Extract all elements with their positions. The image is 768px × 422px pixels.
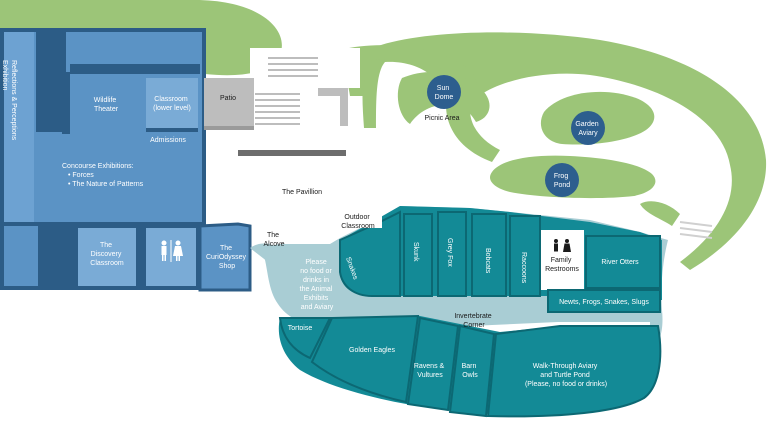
- green-strip-sunny: [340, 45, 477, 98]
- walkways: [238, 48, 713, 239]
- ravens-exhibit[interactable]: [406, 316, 460, 412]
- green-hill-top: [0, 0, 282, 76]
- patio-label: Patio: [220, 95, 236, 102]
- river-otters-exhibit[interactable]: [585, 235, 661, 289]
- sun-dome-label: Sun Dome: [435, 85, 454, 101]
- concourse-label: Concourse Exhibitions: • Forces • The Na…: [62, 163, 144, 188]
- garden-aviary-label: Garden Aviary: [575, 121, 600, 137]
- stairs-lower: [255, 93, 300, 125]
- walkway-upper: [250, 48, 360, 88]
- frog-pond-label: Frog Pond: [554, 173, 570, 189]
- outdoor-classroom-label: Outdoor Classroom: [341, 214, 375, 230]
- discovery-label: The Discovery Classroom: [90, 242, 124, 267]
- alcove-label: The Alcove: [263, 232, 284, 248]
- ramp-right: [318, 88, 348, 126]
- labels: Reflections & Perceptions Exhibition Wil…: [1, 60, 649, 388]
- pavillion-label: The Pavillion: [282, 189, 322, 196]
- family-restrooms-label: Family Restrooms: [545, 257, 579, 273]
- walkthrough-aviary[interactable]: [486, 325, 662, 418]
- bobcats-exhibit[interactable]: [471, 213, 507, 297]
- raccoons-exhibit[interactable]: [509, 215, 541, 297]
- restroom-icon: [161, 240, 183, 262]
- bottom-room-1: [4, 222, 38, 286]
- walkthrough-label: Walk-Through Aviary and Turtle Pond (Ple…: [525, 363, 607, 388]
- wall-top: [70, 64, 200, 74]
- classroom-lower[interactable]: [146, 78, 198, 130]
- tortoise-label: Tortoise: [288, 325, 313, 332]
- classroom-lower-label: Classroom (lower level): [153, 96, 191, 112]
- skunk-exhibit[interactable]: [403, 213, 433, 297]
- garden-aviary-dome[interactable]: [571, 111, 605, 145]
- main-building: [0, 28, 206, 290]
- barn-owls-exhibit[interactable]: [448, 324, 496, 418]
- golden-eagles-exhibit[interactable]: [310, 314, 420, 404]
- reflections-label: Reflections & Perceptions Exhibition: [1, 60, 17, 142]
- wall-left: [62, 72, 70, 134]
- bobcats-label: Bobcats: [484, 248, 491, 274]
- bench-bar: [238, 150, 346, 156]
- tortoise-exhibit[interactable]: [278, 317, 332, 360]
- outdoor-classroom[interactable]: [336, 204, 382, 228]
- wildlife-theater[interactable]: [70, 76, 142, 132]
- family-restrooms[interactable]: [540, 230, 584, 290]
- wildlife-theater-label: Wildlife Theater: [94, 97, 119, 113]
- frog-pond-dome[interactable]: [545, 163, 579, 197]
- raccoons-label: Raccoons: [520, 252, 527, 284]
- ravens-label: Ravens & Vultures: [414, 363, 446, 379]
- picnic-area-label: Picnic Area: [424, 115, 459, 122]
- stairs-upper: [268, 57, 318, 77]
- newts-exhibit[interactable]: [547, 289, 661, 313]
- river-otters-label: River Otters: [601, 259, 639, 266]
- bottom-room-2: [42, 222, 74, 286]
- grey-fox-label: Grey Fox: [446, 238, 453, 267]
- admissions-label: Admissions: [150, 137, 186, 144]
- newts-label: Newts, Frogs, Snakes, Slugs: [559, 299, 649, 306]
- snakes-exhibit[interactable]: [339, 210, 401, 297]
- patio[interactable]: [204, 78, 254, 128]
- wall-block-dark: [36, 32, 66, 132]
- family-restroom-icon: [554, 239, 571, 252]
- golden-eagles-label: Golden Eagles: [349, 347, 395, 354]
- no-food-label: Please no food or drinks in the Animal E…: [300, 259, 335, 311]
- skunk-label: Skunk: [412, 242, 419, 262]
- green-island-small: [640, 201, 680, 226]
- invertebrate-label: Invertebrate Corner: [454, 313, 493, 329]
- curiodyssey-label: The CuriOdyssey Shop: [206, 245, 248, 270]
- admissions-desk: [146, 128, 198, 132]
- patio-edge: [204, 126, 254, 130]
- curiodyssey-shop[interactable]: [198, 222, 252, 292]
- reflections-exhibit[interactable]: [4, 32, 34, 222]
- grey-fox-exhibit[interactable]: [437, 211, 467, 297]
- barn-owls-label: Barn Owls: [462, 363, 479, 379]
- discovery-classroom[interactable]: [78, 228, 136, 286]
- sun-dome[interactable]: [427, 75, 461, 109]
- bottom-wall: [4, 222, 202, 226]
- stairs-right: [679, 221, 713, 239]
- alcove[interactable]: [250, 243, 284, 263]
